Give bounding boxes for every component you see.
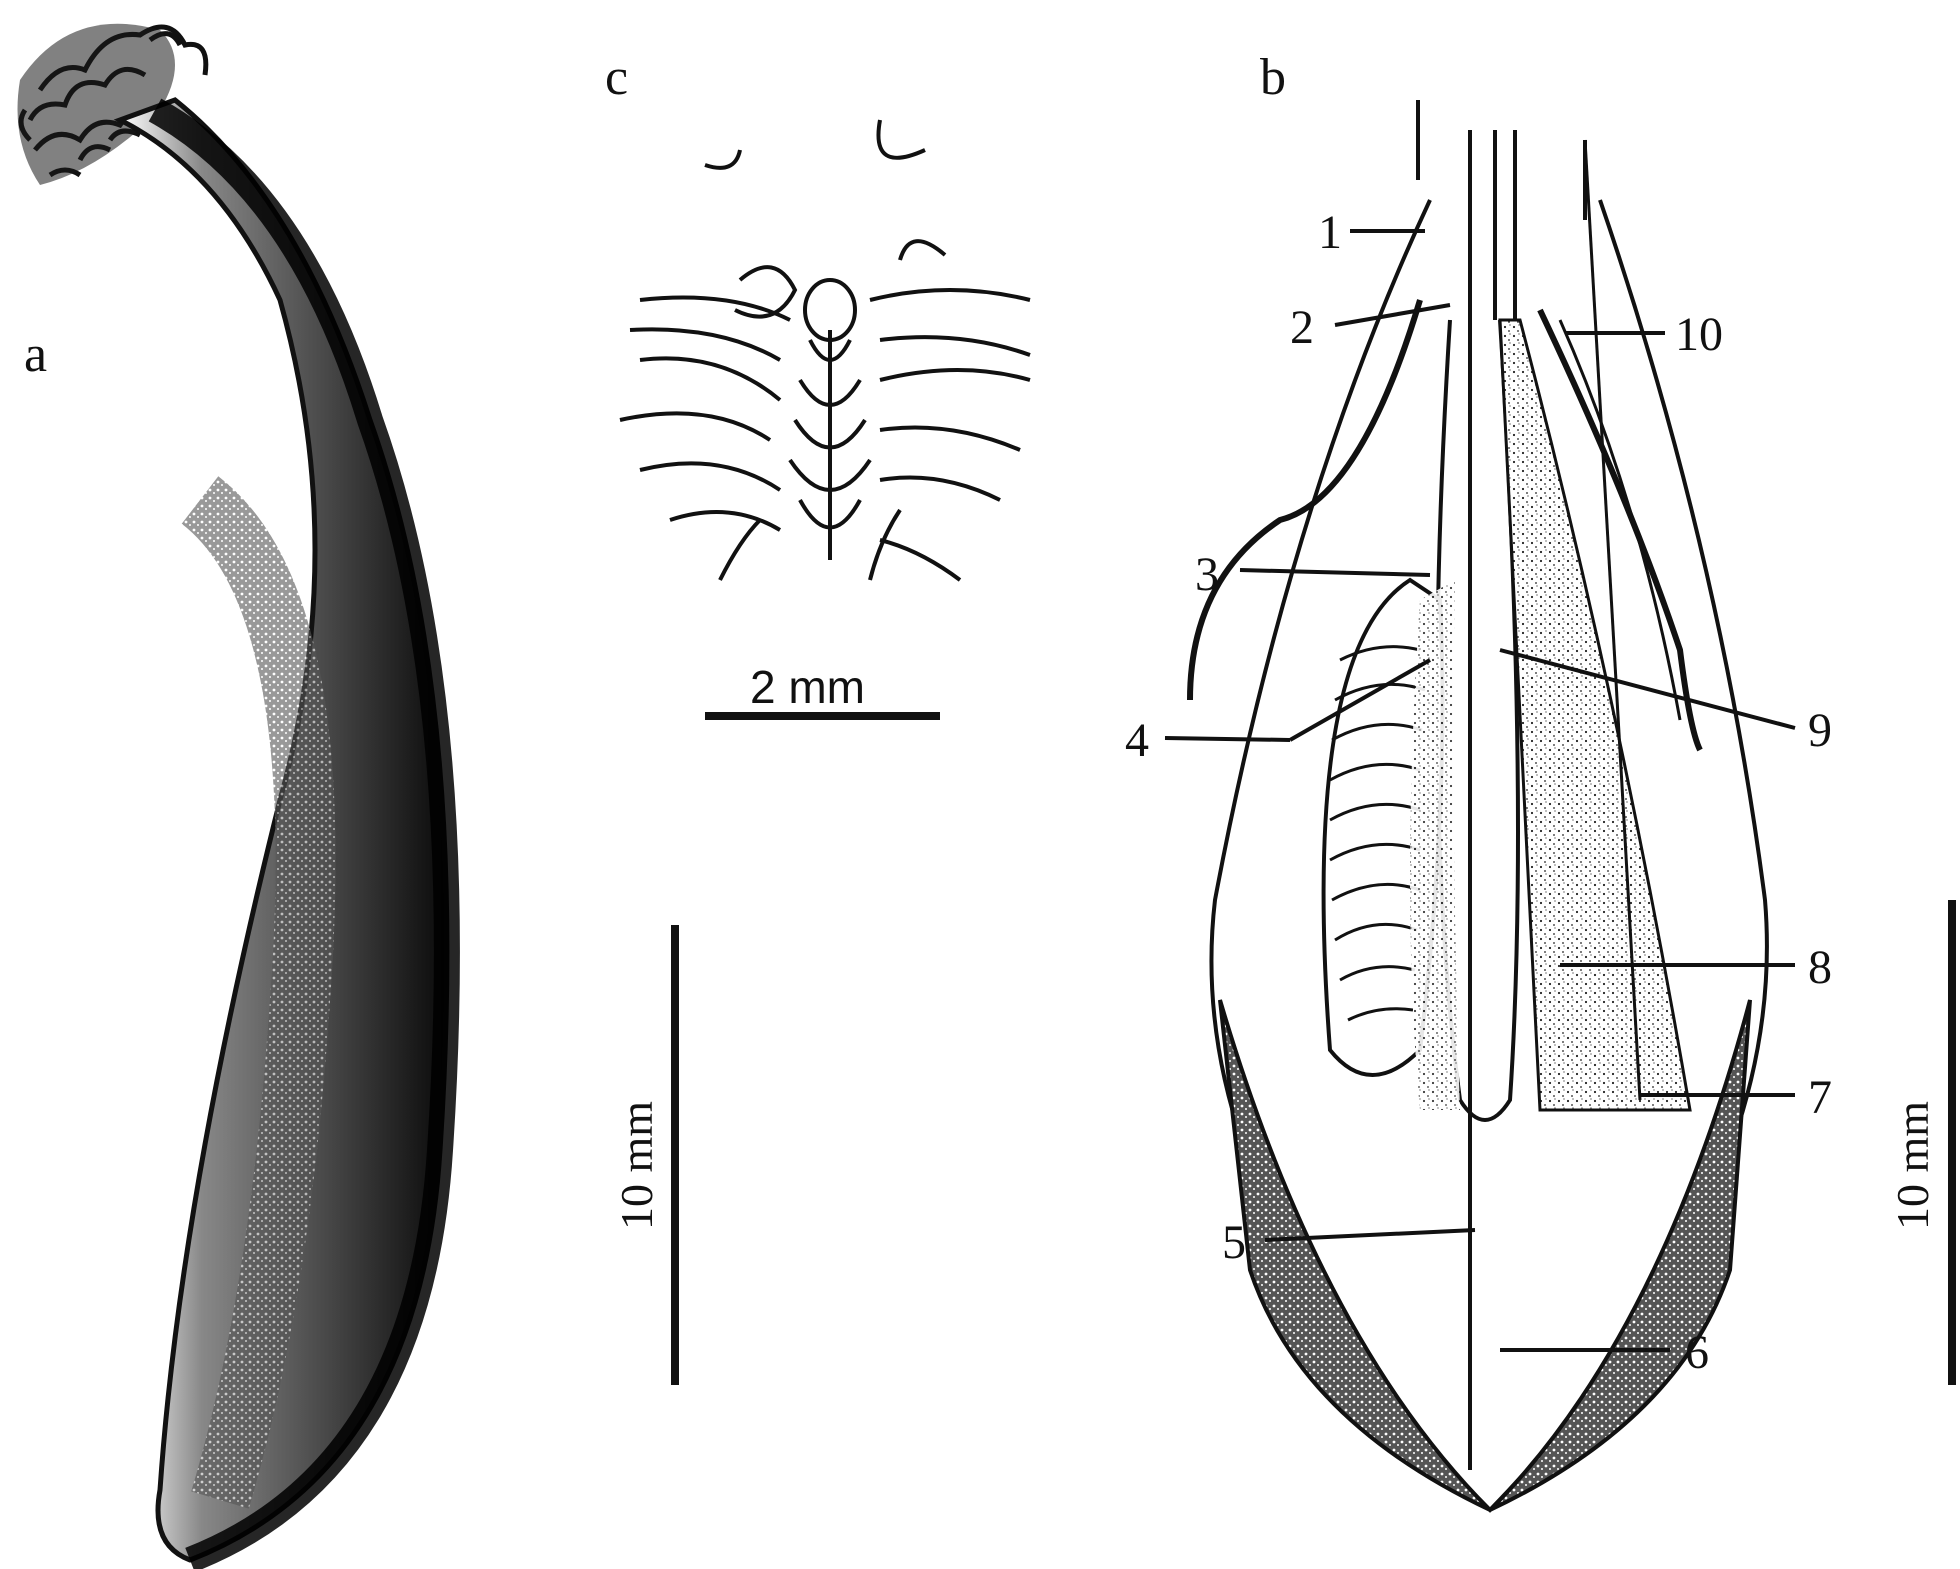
whole-animal-drawing — [18, 24, 447, 1560]
label-4: 4 — [1125, 714, 1149, 767]
cross-section-drawing — [620, 120, 1030, 580]
label-3: 3 — [1195, 548, 1219, 601]
label-1: 1 — [1318, 206, 1342, 259]
scale-label-2mm: 2 mm — [750, 661, 865, 713]
scale-label-10mm-right: 10 mm — [1887, 1101, 1938, 1230]
label-2: 2 — [1290, 301, 1314, 354]
label-9: 9 — [1808, 704, 1832, 757]
label-5: 5 — [1222, 1216, 1246, 1269]
label-8: 8 — [1808, 941, 1832, 994]
label-10: 10 — [1675, 308, 1723, 361]
scale-label-10mm-middle: 10 mm — [611, 1101, 662, 1230]
label-7: 7 — [1808, 1071, 1832, 1124]
label-6: 6 — [1685, 1326, 1709, 1379]
